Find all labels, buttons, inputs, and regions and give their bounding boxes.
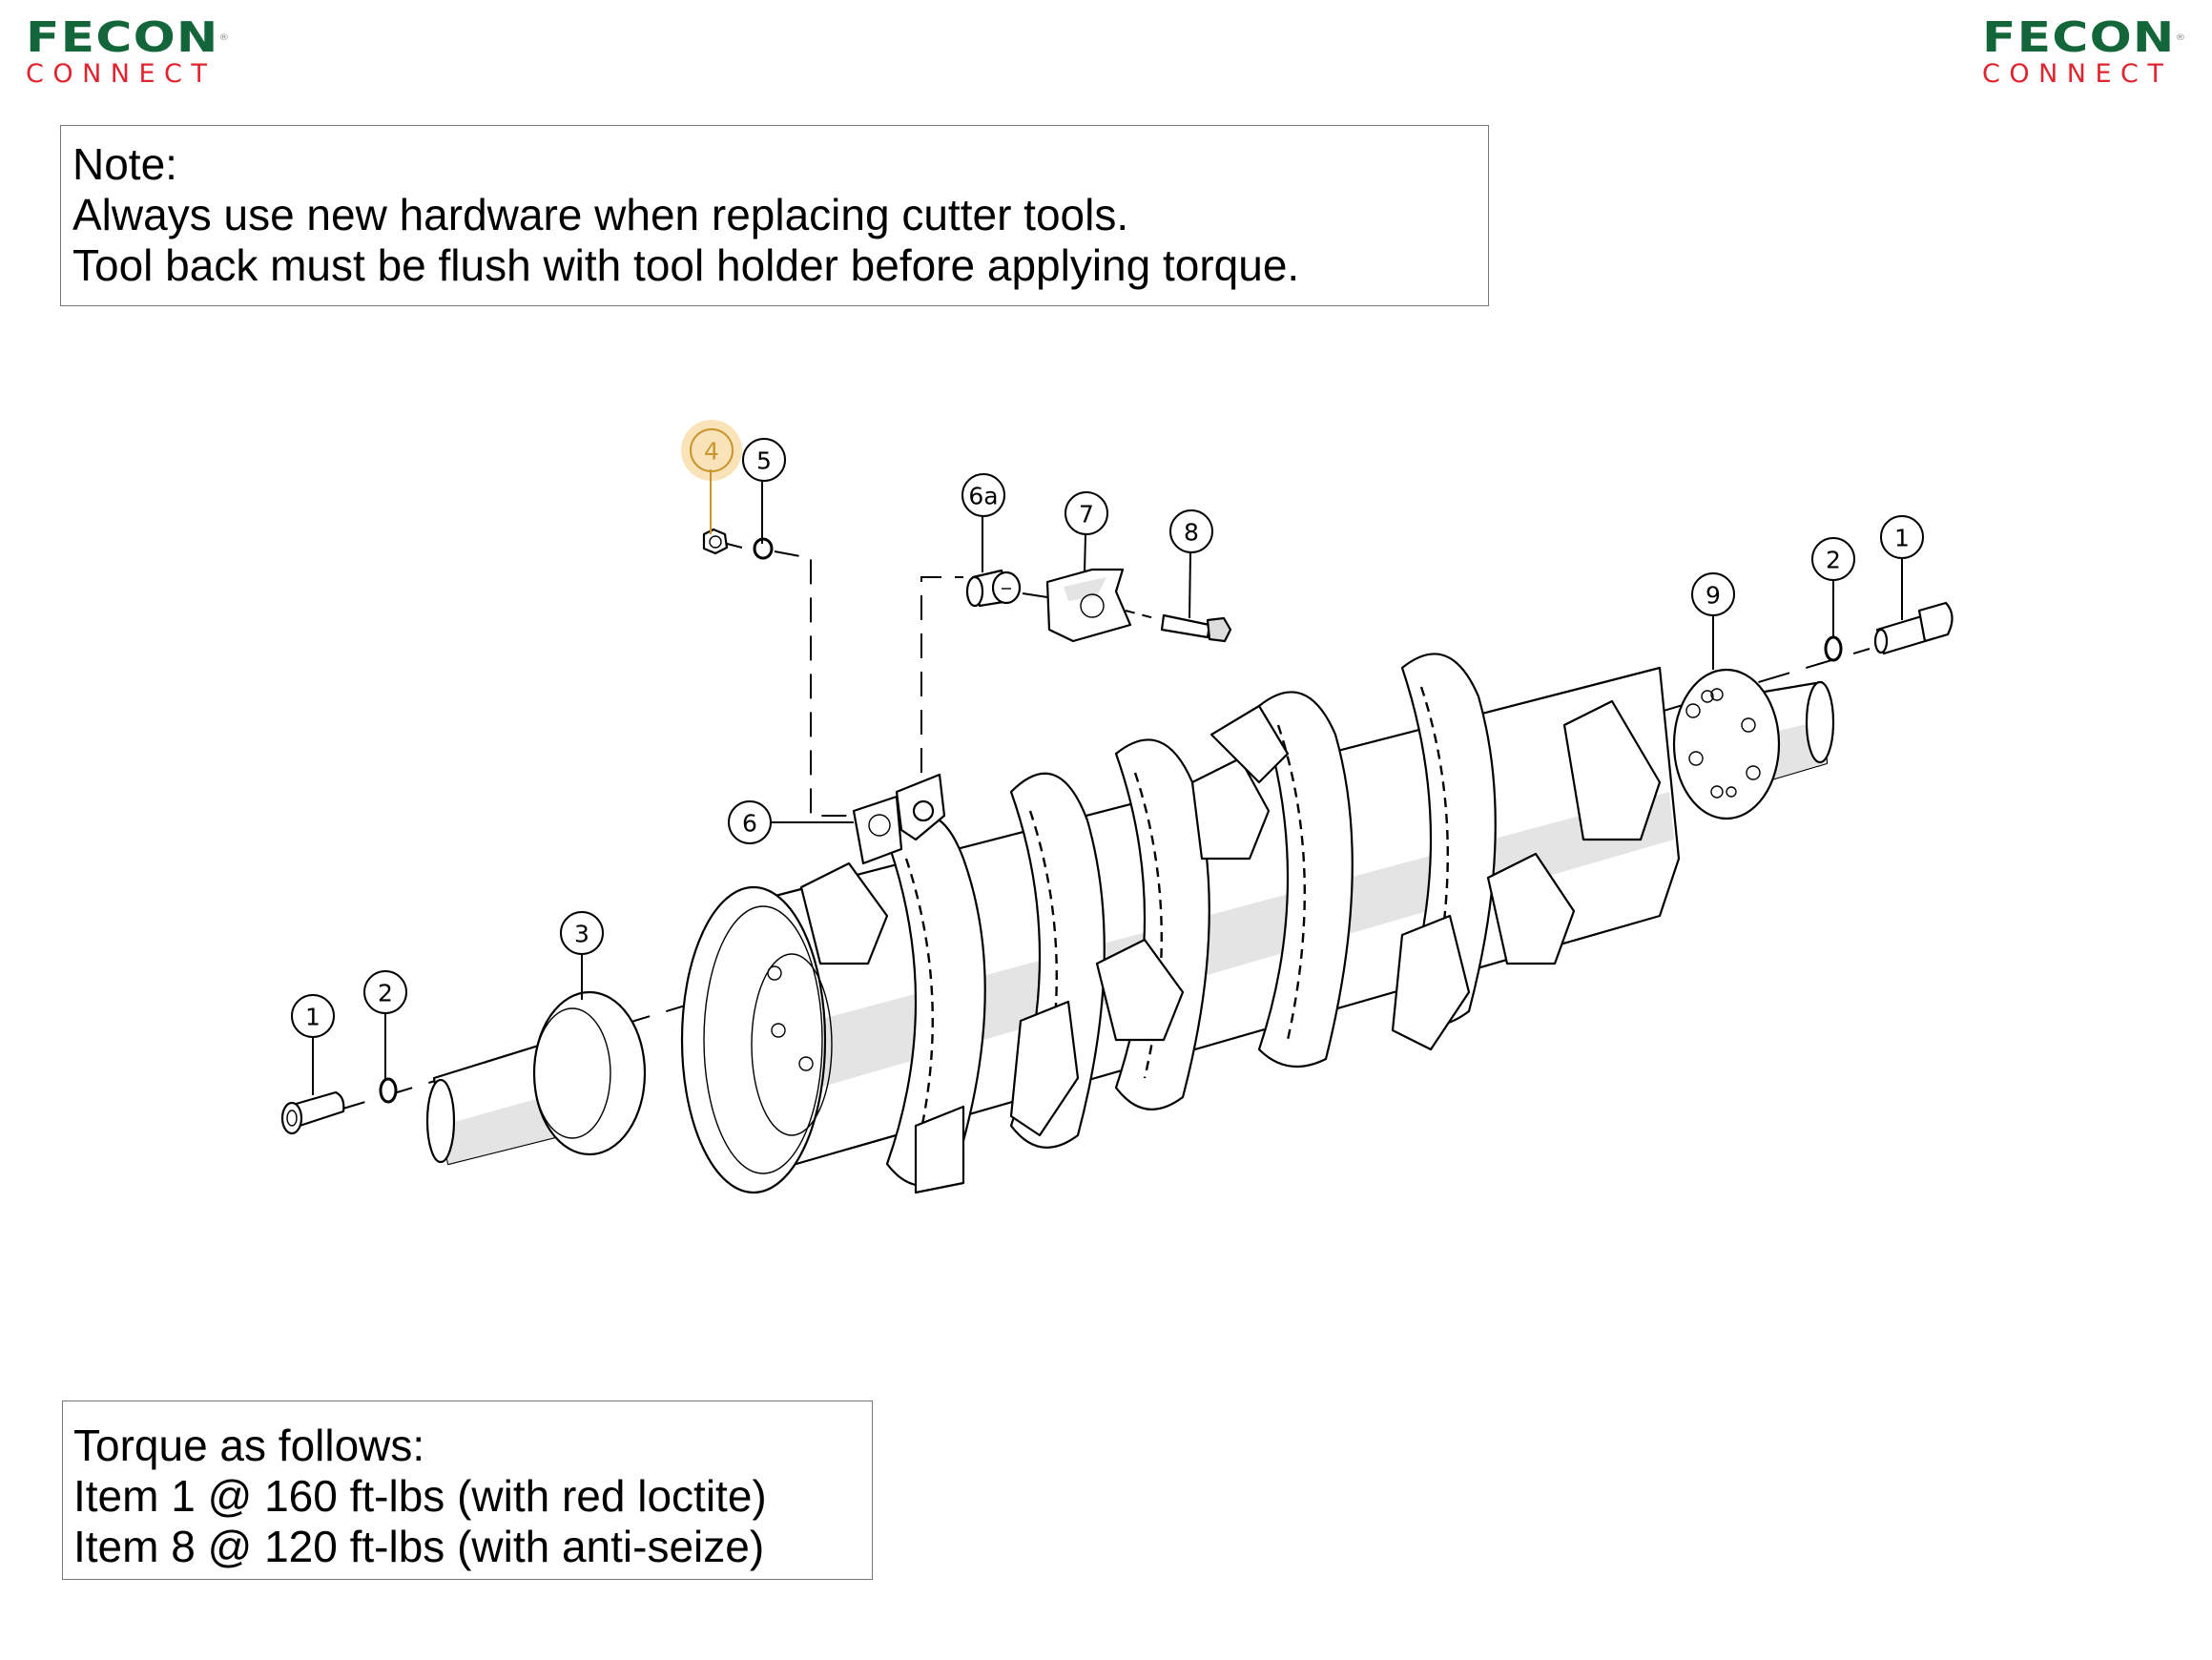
tool-assembly-path xyxy=(920,576,963,773)
callout-1-right[interactable]: 1 xyxy=(1880,515,1924,620)
part-washer-right xyxy=(1824,635,1843,662)
tool-holder xyxy=(1391,914,1471,1051)
callout-9[interactable]: 9 xyxy=(1691,572,1735,670)
callout-label: 3 xyxy=(574,921,589,948)
part-hub-right xyxy=(1672,668,1835,820)
torque-item-8: Item 8 @ 120 ft-lbs (with anti-seize) xyxy=(73,1522,765,1571)
callout-2-right[interactable]: 2 xyxy=(1811,537,1855,637)
callout-label: 6 xyxy=(742,810,757,838)
tool-holder xyxy=(1562,699,1662,841)
tool-holder-6 xyxy=(852,795,903,865)
note-box: Note: Always use new hardware when repla… xyxy=(60,125,1489,306)
part-cutter-tool-7 xyxy=(1045,568,1132,643)
logo-sub-text: CONNECT xyxy=(26,59,217,89)
callout-label: 1 xyxy=(1894,525,1910,552)
fecon-connect-logo-left: FECON® CONNECT xyxy=(26,17,229,89)
tool-holder xyxy=(799,861,889,965)
callout-label: 1 xyxy=(305,1004,320,1031)
tool-holder xyxy=(1095,938,1185,1042)
callout-label: 7 xyxy=(1079,501,1094,529)
logo-brand-text: FECON® xyxy=(1982,13,2187,62)
tool-holder xyxy=(1209,704,1290,784)
logo-sub-text: CONNECT xyxy=(1982,59,2173,89)
part-bolt-left xyxy=(280,1090,345,1135)
callout-6a[interactable]: 6a xyxy=(961,473,1005,572)
callout-label: 6a xyxy=(968,483,998,510)
torque-spec-box: Torque as follows: Item 1 @ 160 ft-lbs (… xyxy=(62,1401,873,1580)
note-line-hardware: Always use new hardware when replacing c… xyxy=(72,190,1129,239)
callout-label: 5 xyxy=(756,447,772,475)
callout-1-left[interactable]: 1 xyxy=(291,994,335,1095)
callout-5[interactable]: 5 xyxy=(742,438,786,544)
part-bolt-right xyxy=(1873,601,1954,655)
tool-holder xyxy=(1190,757,1271,861)
torque-heading: Torque as follows: xyxy=(73,1421,425,1470)
callout-3[interactable]: 3 xyxy=(560,911,604,1000)
callout-label: 2 xyxy=(1826,547,1841,574)
fecon-connect-logo-right: FECON® CONNECT xyxy=(1982,17,2185,89)
torque-item-1: Item 1 @ 160 ft-lbs (with red loctite) xyxy=(73,1471,767,1521)
spiral-flight xyxy=(1257,691,1354,1069)
callout-label: 8 xyxy=(1184,519,1199,547)
tool-holder xyxy=(1009,1000,1080,1137)
callout-label: 9 xyxy=(1706,582,1721,610)
part-bolt-8 xyxy=(1160,613,1232,643)
part-pin-6a xyxy=(965,569,1022,608)
nut-assembly-path xyxy=(774,550,854,817)
note-heading: Note: xyxy=(72,139,177,189)
callout-label: 4 xyxy=(704,438,719,466)
note-line-flush: Tool back must be flush with tool holder… xyxy=(72,240,1300,290)
tool-holder xyxy=(914,1105,965,1194)
tool-holder xyxy=(1486,852,1576,965)
callout-label: 2 xyxy=(378,980,393,1007)
callout-2-left[interactable]: 2 xyxy=(363,970,407,1080)
logo-brand-text: FECON® xyxy=(26,13,231,62)
callout-7[interactable]: 7 xyxy=(1065,491,1108,573)
part-hub-left xyxy=(425,990,647,1166)
part-nut xyxy=(702,528,729,555)
callout-8[interactable]: 8 xyxy=(1169,509,1213,619)
part-washer-left xyxy=(379,1077,398,1104)
callout-6[interactable]: 6 xyxy=(728,800,854,844)
part-drum-body xyxy=(680,653,1681,1194)
callout-4[interactable]: 4 xyxy=(681,420,742,534)
